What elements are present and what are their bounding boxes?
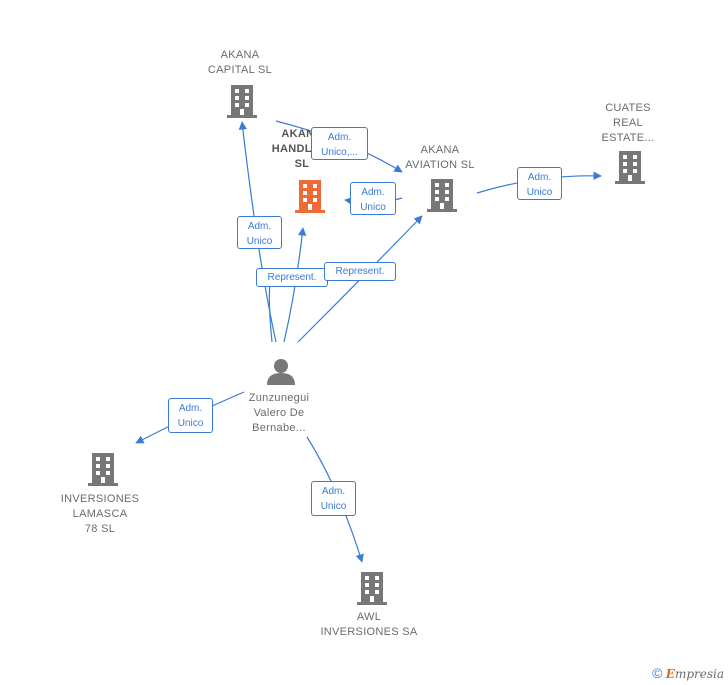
node-awl-inversiones[interactable]: AWL INVERSIONES SA (320, 611, 418, 638)
brand-logo-initial: E (665, 667, 675, 681)
brand-footer: © Empresia (652, 665, 724, 681)
person-icon (267, 359, 295, 385)
edge-label-represent: Represent. (256, 268, 328, 287)
edge-label-adm-unico: Adm. Unico,... (311, 127, 368, 160)
edge-label-adm-unico: Adm. Unico (350, 182, 396, 215)
edge-label-adm-unico: Adm. Unico (168, 398, 213, 433)
edge-person-to-handling (283, 227, 307, 343)
building-icon (427, 179, 457, 212)
edge-person-to-handling-2 (268, 284, 273, 343)
node-cuates-real-estate[interactable]: CUATES REAL ESTATE... (601, 102, 655, 144)
building-icon (295, 180, 325, 213)
brand-logo-text: mpresia (674, 667, 724, 681)
building-icon (615, 151, 645, 184)
node-akana-aviation[interactable]: AKANA AVIATION SL (405, 144, 475, 171)
edge-label-adm-unico: Adm. Unico (311, 481, 356, 516)
building-icon (227, 85, 257, 118)
building-icon (88, 453, 118, 486)
edge-label-adm-unico: Adm. Unico (517, 167, 562, 200)
copyright-icon: © (652, 665, 663, 681)
edge-label-represent: Represent. (324, 262, 396, 281)
building-icon (357, 572, 387, 605)
node-akana-capital[interactable]: AKANA CAPITAL SL (207, 49, 273, 76)
node-inversiones-lamasca[interactable]: INVERSIONES LAMASCA 78 SL (60, 493, 140, 535)
node-person[interactable]: Zunzunegui Valero De Bernabe... (248, 392, 310, 434)
edge-label-adm-unico: Adm. Unico (237, 216, 282, 249)
